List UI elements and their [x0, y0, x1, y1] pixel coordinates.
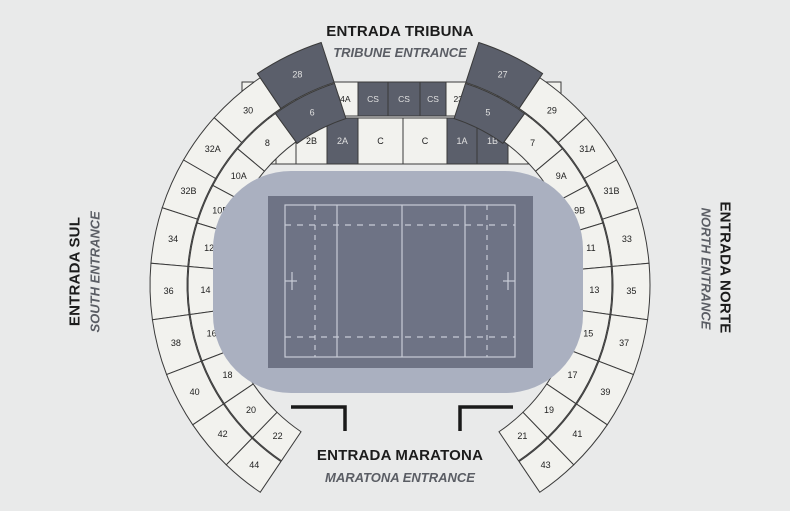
section-label-cs: CS	[427, 94, 439, 104]
section-36[interactable]	[149, 262, 190, 321]
section-label-11: 11	[586, 243, 595, 253]
section-40[interactable]	[165, 360, 225, 426]
pitch	[268, 196, 533, 368]
section-label-7: 7	[530, 138, 535, 148]
field-area	[213, 171, 583, 393]
section-label-15: 15	[583, 329, 593, 339]
section-label-12: 12	[204, 243, 214, 253]
section-label-29: 29	[547, 105, 557, 115]
section-label-42: 42	[218, 429, 228, 439]
section-label-c: C	[422, 136, 429, 146]
section-label-34: 34	[168, 234, 178, 244]
north-entrance-title: ENTRADA NORTE	[716, 201, 734, 334]
maratona-gates	[291, 405, 513, 431]
section-20[interactable]	[223, 383, 278, 439]
section-label-39: 39	[600, 387, 610, 397]
section-34[interactable]	[150, 207, 199, 267]
section-2a[interactable]	[326, 117, 359, 165]
section-28[interactable]	[256, 41, 335, 110]
section-42[interactable]	[192, 403, 253, 466]
section-label-27: 27	[498, 70, 508, 80]
section-label-9b: 9B	[574, 206, 585, 216]
section-label-c: C	[377, 136, 384, 146]
section-label-19: 19	[544, 405, 554, 415]
sections-layer: 26B26A24B24ACSCSCS23A23B25A25B4B4A2B2ACC…	[149, 41, 651, 493]
section-label-17: 17	[568, 370, 578, 380]
section-label-31a: 31A	[579, 144, 595, 154]
section-label-14: 14	[201, 285, 211, 295]
section-32a[interactable]	[182, 117, 243, 180]
section-c[interactable]	[357, 117, 404, 165]
section-label-41: 41	[572, 429, 582, 439]
section-label-22: 22	[273, 431, 283, 441]
section-cs[interactable]	[419, 81, 447, 117]
section-label-32b: 32B	[181, 186, 197, 196]
section-43[interactable]	[518, 437, 575, 493]
section-label-10b: 10B	[212, 206, 228, 216]
section-label-1a: 1A	[456, 136, 467, 146]
maratona-entrance-title: ENTRADA MARATONA	[316, 447, 484, 464]
section-label-33: 33	[622, 234, 632, 244]
section-label-36: 36	[164, 286, 174, 296]
gate-right-icon	[458, 405, 513, 431]
section-label-6: 6	[310, 108, 315, 118]
south-entrance-title: ENTRADA SUL	[66, 216, 84, 327]
section-label-8: 8	[265, 138, 270, 148]
pitch-lines	[284, 204, 516, 358]
section-label-32a: 32A	[205, 144, 221, 154]
section-cs[interactable]	[357, 81, 389, 117]
tribune-entrance-subtitle: TRIBUNE ENTRANCE	[333, 45, 467, 60]
section-label-28: 28	[292, 70, 302, 80]
section-label-40: 40	[190, 387, 200, 397]
section-label-13: 13	[589, 285, 599, 295]
section-label-18: 18	[222, 370, 232, 380]
section-27[interactable]	[465, 41, 544, 110]
section-22[interactable]	[252, 411, 302, 462]
section-label-24a: 24A	[335, 94, 350, 104]
section-5[interactable]	[453, 82, 526, 145]
section-32b[interactable]	[161, 159, 217, 220]
maratona-entrance-subtitle: MARATONA ENTRANCE	[325, 470, 475, 485]
section-label-43: 43	[541, 460, 551, 470]
north-entrance-subtitle: NORTH ENTRANCE	[698, 207, 714, 330]
south-entrance-subtitle: SOUTH ENTRANCE	[87, 211, 103, 333]
section-label-cs: CS	[367, 94, 379, 104]
section-6[interactable]	[274, 82, 347, 145]
section-21[interactable]	[498, 411, 548, 462]
section-label-2b: 2B	[306, 136, 317, 146]
section-label-44: 44	[249, 460, 259, 470]
section-label-9a: 9A	[556, 171, 567, 181]
section-label-38: 38	[171, 338, 181, 348]
section-38[interactable]	[151, 314, 202, 376]
section-label-30: 30	[243, 105, 253, 115]
gate-left-icon	[291, 405, 347, 431]
section-label-1b: 1B	[487, 136, 498, 146]
section-label-16: 16	[207, 329, 217, 339]
section-cs[interactable]	[387, 81, 421, 117]
tribune-entrance-title: ENTRADA TRIBUNA	[326, 23, 474, 40]
section-label-2a: 2A	[337, 136, 348, 146]
section-label-35: 35	[626, 286, 636, 296]
section-label-20: 20	[246, 405, 256, 415]
section-label-5: 5	[485, 108, 490, 118]
section-label-37: 37	[619, 338, 629, 348]
section-label-21: 21	[517, 431, 527, 441]
section-label-10a: 10A	[231, 171, 247, 181]
section-label-cs: CS	[398, 94, 410, 104]
section-44[interactable]	[225, 437, 282, 493]
section-label-31b: 31B	[603, 186, 619, 196]
